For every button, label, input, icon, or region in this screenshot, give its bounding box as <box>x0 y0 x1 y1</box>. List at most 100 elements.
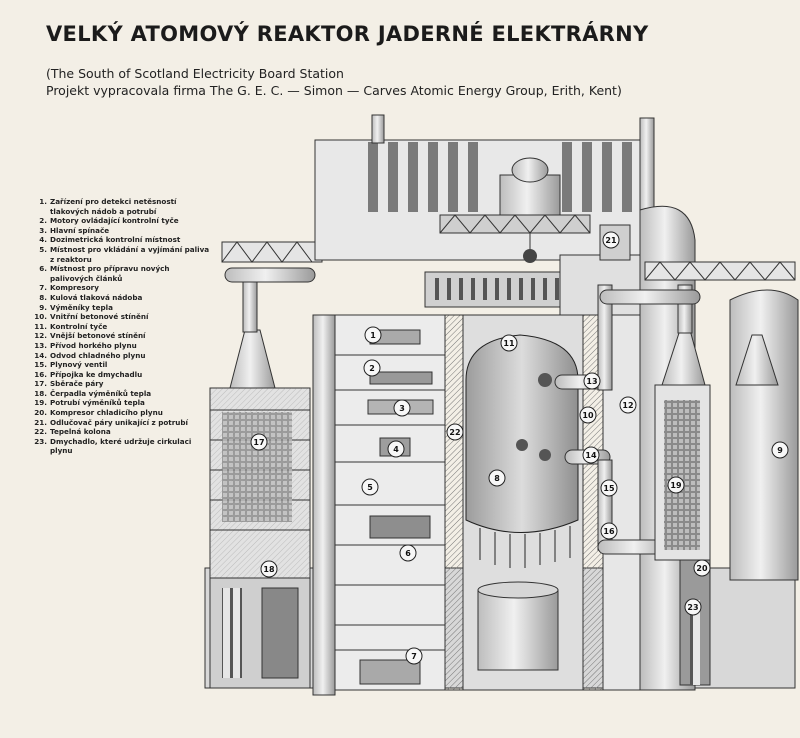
legend-item: 1.Zařízení pro detekci netěsností tlakov… <box>30 197 210 216</box>
left-truss-bridge <box>221 241 323 283</box>
callout-circle <box>582 446 600 464</box>
legend-item-text: Kompresory <box>50 283 99 293</box>
control-floors <box>334 314 464 691</box>
callout-label: 12 <box>622 401 633 410</box>
legend-item-number: 8. <box>39 292 47 302</box>
callout-label: 21 <box>605 236 617 245</box>
legend-item-number: 15. <box>34 360 47 370</box>
callout-label: 6 <box>405 549 411 558</box>
legend-item: 12.Vnější betonové stínění <box>30 331 210 341</box>
legend-item-text: Dozimetrická kontrolní místnost <box>50 235 181 245</box>
callout-label: 23 <box>687 603 698 612</box>
callout-label: 22 <box>449 428 460 437</box>
callout-label: 14 <box>585 451 597 460</box>
legend-item-text: Vnitřní betonové stínění <box>50 312 149 322</box>
legend-item-number: 2. <box>39 216 47 226</box>
callout-circle <box>583 372 601 390</box>
callout-circle <box>399 544 417 562</box>
callout-circle <box>684 598 702 616</box>
callout-circle <box>602 231 620 249</box>
legend-item-number: 17. <box>34 379 47 389</box>
reactor-vessel-cavity <box>462 259 604 691</box>
callout-circle <box>364 326 382 344</box>
legend-item-number: 22. <box>34 427 47 437</box>
legend-item: 15.Plynový ventil <box>30 360 210 370</box>
legend-item-text: Kompresor chladicího plynu <box>50 408 163 418</box>
legend-item-text: Výměníky tepla <box>50 302 113 312</box>
callout-label: 18 <box>263 565 275 574</box>
page-title: VELKÝ ATOMOVÝ REAKTOR JADERNÉ ELEKTRÁRNY <box>46 22 649 46</box>
legend-item-number: 6. <box>39 264 47 274</box>
legend-item-text: Zařízení pro detekci netěsností tlakovýc… <box>50 197 177 216</box>
callout-circle <box>250 433 268 451</box>
legend-item-number: 10. <box>34 312 47 322</box>
callout-label: 5 <box>367 483 373 492</box>
callout-circle <box>393 399 411 417</box>
callout-circle <box>405 647 423 665</box>
legend-item-number: 4. <box>39 235 47 245</box>
legend-item-text: Odlučovač páry unikající z potrubí <box>50 417 189 427</box>
callout-label: 15 <box>603 484 615 493</box>
legend-item: 19.Potrubí výměníků tepla <box>30 398 210 408</box>
legend-item: 4.Dozimetrická kontrolní místnost <box>30 235 210 245</box>
callout-label: 10 <box>582 411 594 420</box>
legend-item: 7.Kompresory <box>30 283 210 293</box>
charge-machine <box>439 157 591 263</box>
legend-item-number: 9. <box>39 302 47 312</box>
callout-label: 11 <box>503 339 515 348</box>
legend-item: 16.Přípojka ke dmychadlu <box>30 370 210 380</box>
legend-item: 2.Motory ovládající kontrolní tyče <box>30 216 210 226</box>
callout-label: 2 <box>369 364 375 373</box>
callout-label: 19 <box>670 481 682 490</box>
legend-item-number: 12. <box>34 331 47 341</box>
legend-item-text: Sběrače páry <box>50 379 104 389</box>
right-truss-bridge <box>599 261 796 305</box>
legend-item: 18.Čerpadla výměníků tepla <box>30 389 210 399</box>
legend-item-text: Přípojka ke dmychadlu <box>50 369 143 379</box>
legend-item: 3.Hlavní spínače <box>30 226 210 236</box>
legend-item: 9.Výměníky tepla <box>30 303 210 313</box>
main-building <box>312 114 646 696</box>
callout-circle <box>600 522 618 540</box>
subtitle-line-2: Projekt vypracovala firma The G. E. C. —… <box>46 83 622 98</box>
legend-item-text: Tepelná kolona <box>50 427 111 437</box>
callout-circle <box>361 478 379 496</box>
legend-item: 10.Vnitřní betonové stínění <box>30 312 210 322</box>
callout-circle <box>619 396 637 414</box>
legend-item-number: 19. <box>34 398 47 408</box>
callout-circle <box>488 469 506 487</box>
legend-item-number: 23. <box>34 436 47 446</box>
legend-list: 1.Zařízení pro detekci netěsností tlakov… <box>30 197 210 456</box>
legend-item-number: 14. <box>34 350 47 360</box>
callout-circle <box>387 440 405 458</box>
callout-label: 20 <box>696 564 708 573</box>
legend-item: 17.Sběrače páry <box>30 379 210 389</box>
callout-label: 3 <box>399 404 405 413</box>
callout-label: 8 <box>494 474 500 483</box>
callout-label: 16 <box>603 527 615 536</box>
legend-item: 5.Místnost pro vkládání a vyjímání paliv… <box>30 245 210 264</box>
legend-item: 6.Místnost pro přípravu nových palivovýc… <box>30 264 210 283</box>
legend-item: 13.Přívod horkého plynu <box>30 341 210 351</box>
callout-label: 4 <box>393 445 399 454</box>
legend-item-text: Odvod chladného plynu <box>50 350 146 360</box>
legend-item-text: Čerpadla výměníků tepla <box>50 388 152 398</box>
legend-item-number: 20. <box>34 408 47 418</box>
subtitle-line-1: (The South of Scotland Electricity Board… <box>46 66 344 81</box>
callout-label: 1 <box>370 331 376 340</box>
legend-item: 14.Odvod chladného plynu <box>30 351 210 361</box>
legend-item-text: Plynový ventil <box>50 360 108 370</box>
callout-circle <box>260 560 278 578</box>
legend-item: 22.Tepelná kolona <box>30 427 210 437</box>
legend-item-text: Hlavní spínače <box>50 225 110 235</box>
legend-item-text: Motory ovládající kontrolní tyče <box>50 216 179 226</box>
callout-circle <box>363 359 381 377</box>
legend-item-number: 18. <box>34 388 47 398</box>
legend-item: 11.Kontrolní tyče <box>30 322 210 332</box>
legend-item: 20.Kompresor chladicího plynu <box>30 408 210 418</box>
callout-label: 9 <box>777 446 783 455</box>
legend-item: 23.Dmychadlo, které udržuje cirkulaci pl… <box>30 437 210 456</box>
